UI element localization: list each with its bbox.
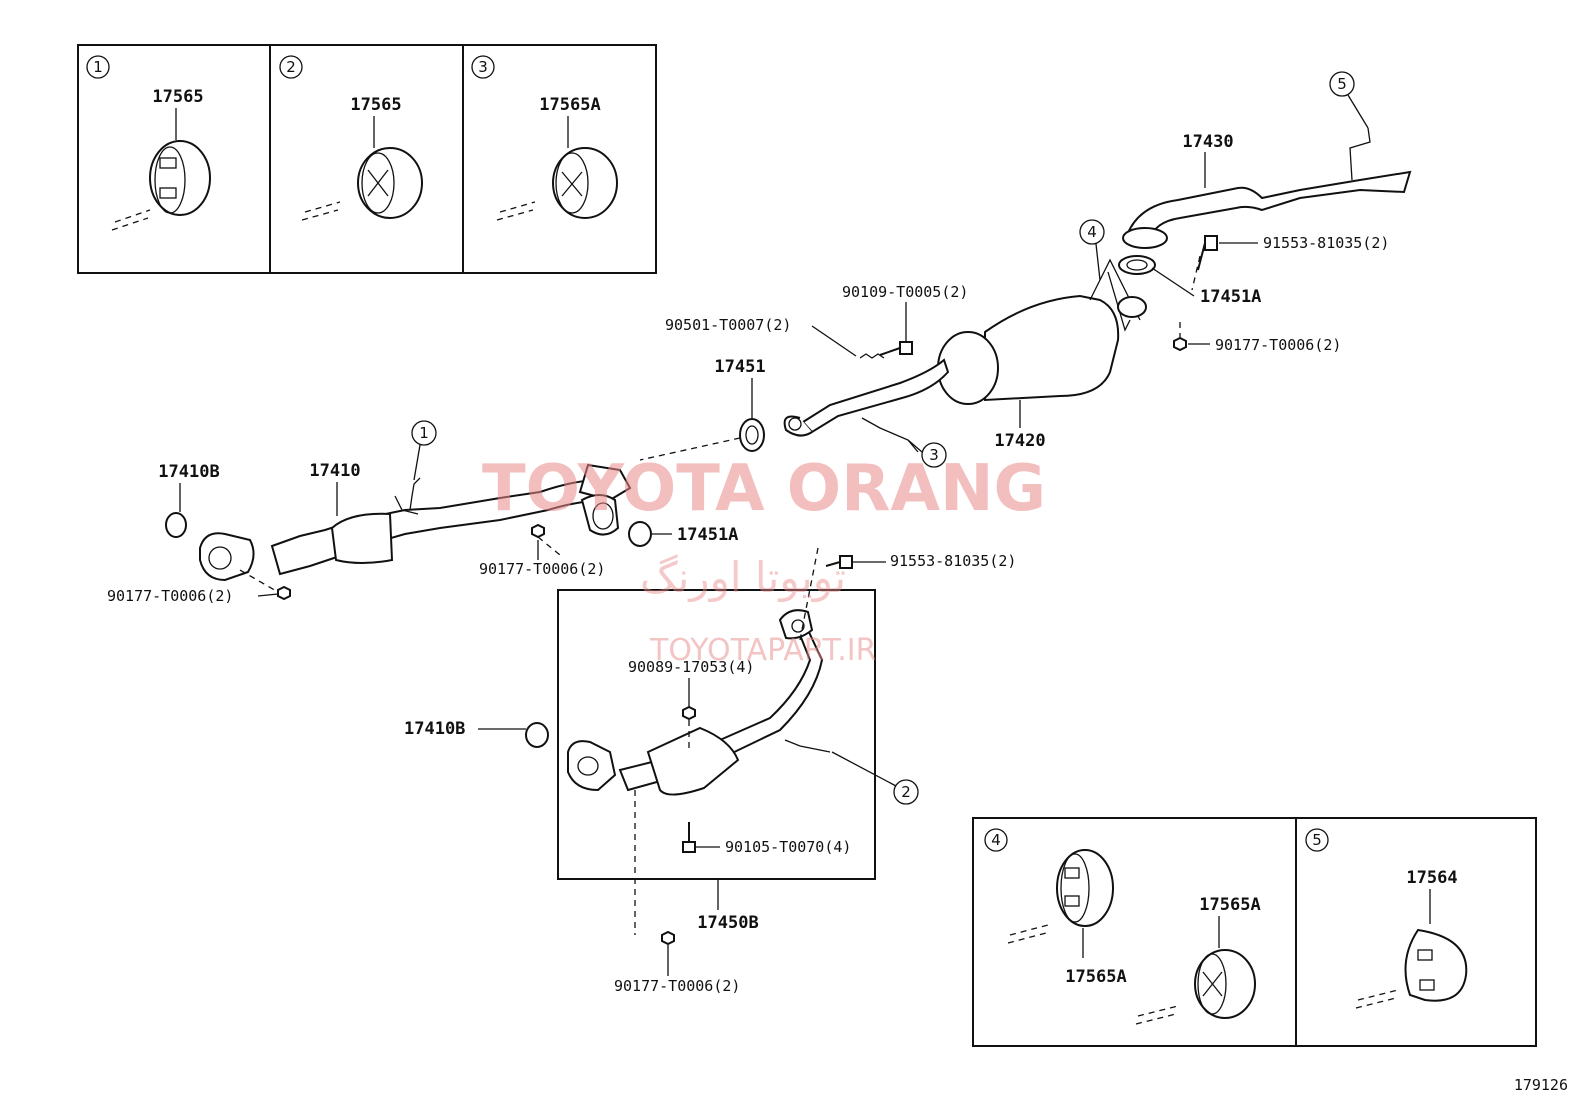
callout-circles: 5 4 3 1 2 [411,71,1369,805]
detail-label-3: 17565A [539,95,600,115]
label-90177-left: 90177-T0006(2) [107,587,233,605]
detail-label-4b: 17565A [1199,895,1260,915]
label-90177-mid: 90177-T0006(2) [479,560,605,578]
detail-label-2: 17565 [350,95,401,115]
watermark-brand: TOYOTA ORANG [482,452,1046,526]
label-17451: 17451 [714,357,765,377]
label-17430: 17430 [1182,132,1233,152]
label-90089: 90089-17053(4) [628,658,754,676]
assembly-17450b-box [557,589,876,880]
label-17410b-top: 17410B [158,462,219,482]
detail-label-1: 17565 [152,87,203,107]
watermark: TOYOTA ORANG تویوتا اورنگ TOYOTAPART.IR [482,452,1046,668]
detail-box-group-bottom: 4 17565A 17565A 5 17564 [972,817,1537,1047]
detail-circle-4: 4 [991,831,1001,849]
detail-circle-1: 1 [93,58,103,76]
mount-rubber-icon [1007,849,1114,944]
mount-rubber-icon [301,147,423,221]
label-17420: 17420 [994,431,1045,451]
label-90177-bottom: 90177-T0006(2) [614,977,740,995]
callout-4: 4 [1087,223,1097,241]
detail-label-4a: 17565A [1065,967,1126,987]
label-91553-top: 91553-81035(2) [1263,234,1389,252]
label-17450b: 17450B [697,913,758,933]
detail-label-5: 17564 [1406,868,1457,888]
detail-circle-3: 3 [478,58,488,76]
mount-rubber-icon [1355,928,1468,1009]
label-90501: 90501-T0007(2) [665,316,791,334]
mount-rubber-icon [111,140,211,231]
detail-box-group-top: 1 17565 2 17565 3 17565A [77,44,657,274]
label-17451a-top: 17451A [1200,287,1261,307]
watermark-site: TOYOTAPART.IR [649,633,876,668]
watermark-persian: تویوتا اورنگ [640,553,846,602]
callout-1: 1 [419,424,429,442]
callout-5: 5 [1337,75,1347,93]
label-17410: 17410 [309,461,360,481]
callout-2: 2 [901,783,911,801]
label-90177-right: 90177-T0006(2) [1215,336,1341,354]
mount-rubber-icon [496,147,618,221]
label-17451a-mid: 17451A [677,525,738,545]
label-91553-mid: 91553-81035(2) [890,552,1016,570]
label-17410b-low: 17410B [404,719,465,739]
figure-id: 179126 [1514,1076,1568,1094]
detail-circle-2: 2 [286,58,296,76]
label-90105: 90105-T0070(4) [725,838,851,856]
exhaust-drawing [165,127,1412,946]
part-labels: 17430 91553-81035(2) 17451A 90109-T0005(… [107,132,1389,995]
detail-circle-5: 5 [1312,831,1322,849]
label-90109: 90109-T0005(2) [842,283,968,301]
callout-3: 3 [929,446,939,464]
mount-rubber-icon [1135,949,1256,1025]
